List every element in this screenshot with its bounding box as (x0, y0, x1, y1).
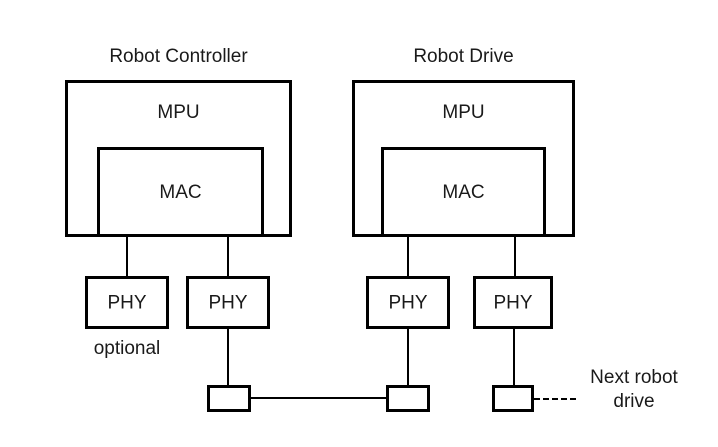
link-phy4-connector3 (513, 329, 515, 385)
connector-box-3 (492, 385, 534, 412)
phy-label-4: PHY (493, 292, 533, 313)
phy-block-3: PHY (366, 276, 450, 329)
mac-label-drive: MAC (442, 182, 485, 203)
next-robot-drive-line-2: drive (613, 391, 655, 412)
phy-label-1: PHY (107, 292, 147, 313)
phy-block-4: PHY (473, 276, 553, 329)
robot-controller-title: Robot Controller (109, 46, 248, 67)
mpu-label-controller: MPU (157, 102, 200, 123)
phy-label-3: PHY (388, 292, 428, 313)
phy-block-2: PHY (186, 276, 270, 329)
mac-label-controller: MAC (159, 182, 202, 203)
connector-box-1 (207, 385, 251, 412)
link-phy3-connector2 (407, 329, 409, 385)
next-robot-drive-annotation: Next robot drive (578, 366, 690, 414)
link-phy2-connector1 (227, 329, 229, 385)
mpu-label-drive: MPU (442, 102, 485, 123)
link-controller-phy2 (227, 237, 229, 276)
mac-block-controller: MAC (97, 147, 264, 237)
connector-box-2 (386, 385, 430, 412)
robot-drive-title: Robot Drive (413, 46, 514, 67)
phy-block-1: PHY (85, 276, 169, 329)
phy-label-2: PHY (208, 292, 248, 313)
link-controller-phy1 (126, 237, 128, 276)
dashed-link-next-drive (534, 398, 576, 400)
link-drive-phy4 (514, 237, 516, 276)
mac-block-drive: MAC (381, 147, 546, 237)
optional-annotation: optional (93, 338, 161, 359)
next-robot-drive-line-1: Next robot (590, 367, 678, 388)
link-drive-phy3 (407, 237, 409, 276)
bus-segment-1-2 (251, 397, 386, 399)
